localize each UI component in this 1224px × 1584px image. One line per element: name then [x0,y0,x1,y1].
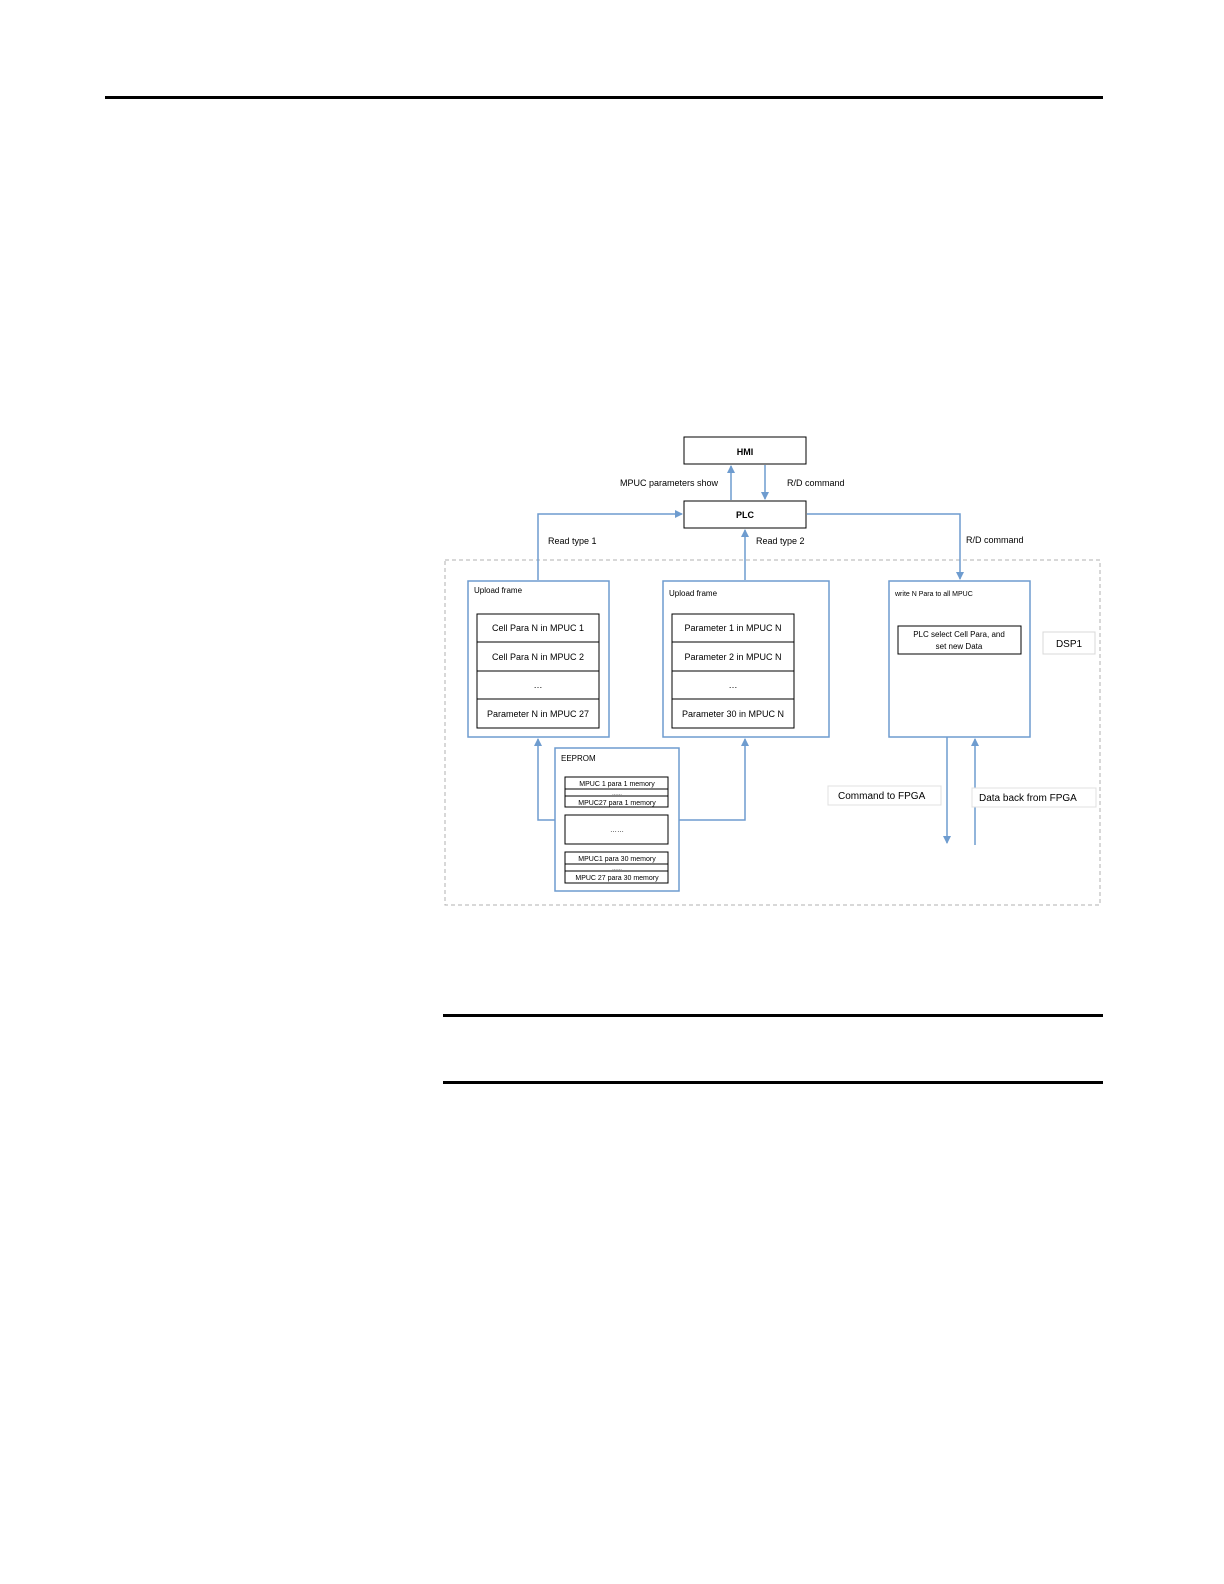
upload-frame-2-cell-2: Parameter 2 in MPUC N [684,652,781,662]
upload-frame-1-title: Upload frame [474,586,523,595]
write-box-inner-line-1: PLC select Cell Para, and [913,630,1005,639]
eeprom-row-4: MPUC 27 para 30 memory [575,875,659,882]
rd-command-top-label: R/D command [787,478,845,488]
eeprom-title: EEPROM [561,754,596,763]
dsp1-label: DSP1 [1056,639,1083,650]
eeprom-row-3-dots: …… [612,866,622,872]
arrow-rd-command-right [807,513,964,580]
upload-frame-2-cell-3: … [729,680,738,690]
mpuc-parameters-show-label: MPUC parameters show [620,478,719,488]
rd-command-right-label: R/D command [966,535,1024,545]
upload-frame-2: Upload frame Parameter 1 in MPUC N Param… [662,580,830,738]
read-type-1-label: Read type 1 [548,536,597,546]
upload-frame-2-cell-1: Parameter 1 in MPUC N [684,623,781,633]
eeprom-row-2: MPUC27 para 1 memory [578,800,656,807]
eeprom-middle: …… [610,827,624,834]
upload-frame-1-cell-4: Parameter N in MPUC 27 [487,709,589,719]
read-type-2-label: Read type 2 [756,536,805,546]
upload-frame-1-cell-1: Cell Para N in MPUC 1 [492,623,584,633]
upload-frame-2-cell-4: Parameter 30 in MPUC N [682,709,784,719]
eeprom-row-3: MPUC1 para 30 memory [578,856,656,863]
write-box: write N Para to all MPUC PLC select Cell… [888,580,1031,738]
write-box-inner-line-2: set new Data [936,642,983,651]
dsp1-label-box: DSP1 [1042,631,1096,655]
eeprom-row-1: MPUC 1 para 1 memory [579,781,655,788]
eeprom-node: EEPROM MPUC 1 para 1 memory …… MPUC27 pa… [554,747,680,892]
upload-frame-2-title: Upload frame [669,589,718,598]
header-rule [105,96,1103,99]
arrow-read-type-1 [537,510,683,580]
write-box-title: write N Para to all MPUC [894,591,973,598]
plc-label: PLC [736,510,755,520]
command-to-fpga-label: Command to FPGA [838,791,926,802]
note-bottom-rule [443,1081,1103,1084]
arrow-eeprom-to-upload-frame-2 [679,738,749,821]
arrow-eeprom-to-upload-frame-1 [534,738,555,821]
note-top-rule [443,1014,1103,1017]
dsp-boundary [444,559,1101,906]
plc-node: PLC [683,500,807,529]
command-to-fpga-label-box: Command to FPGA [827,785,942,806]
hmi-label: HMI [737,447,754,457]
upload-frame-1-cell-2: Cell Para N in MPUC 2 [492,652,584,662]
data-back-from-fpga-label: Data back from FPGA [979,793,1077,804]
upload-frame-1: Upload frame Cell Para N in MPUC 1 Cell … [467,580,610,738]
eeprom-row-1-dots: …… [612,791,622,797]
data-back-from-fpga-label-box: Data back from FPGA [971,787,1097,808]
hmi-node: HMI [683,436,807,465]
upload-frame-1-cell-3: … [534,680,543,690]
